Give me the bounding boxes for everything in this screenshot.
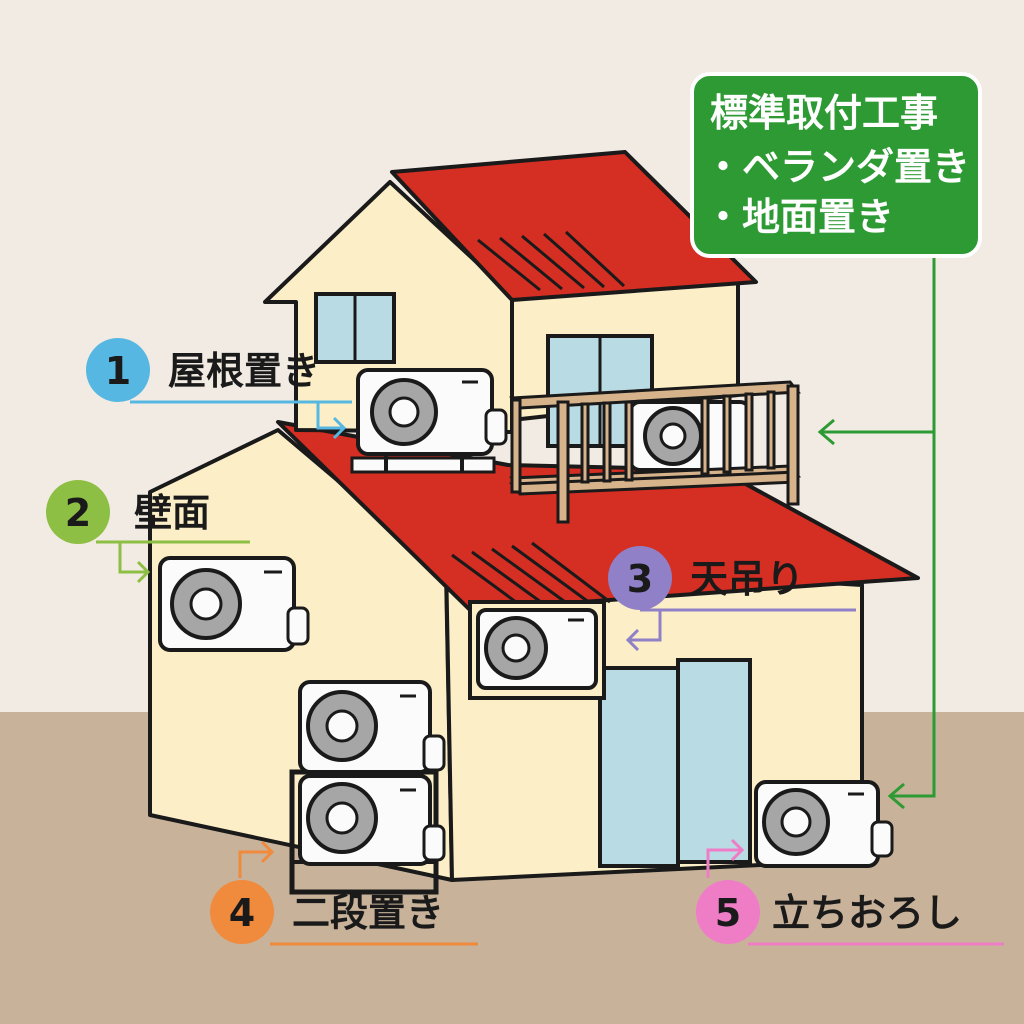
label-5: 5 立ちおろし (696, 838, 1004, 946)
upper-roof (390, 150, 758, 302)
standard-install-title: 標準取付工事 (710, 91, 938, 135)
label-3: 3 天吊り (608, 546, 856, 652)
ac-unit-veranda (628, 400, 752, 472)
badge-number: 2 (65, 491, 91, 535)
standard-install-item: ・ベランダ置き (704, 145, 970, 189)
standard-install-leader (817, 250, 936, 810)
ac-unit-wall (158, 556, 310, 652)
badge-3 (608, 546, 672, 610)
label-text: 立ちおろし (772, 891, 962, 935)
label-text: 天吊り (690, 557, 804, 601)
ac-unit-two-tier (289, 680, 446, 895)
badge-4 (210, 880, 274, 944)
standard-install-item: ・地面置き (704, 195, 894, 239)
label-2: 2 壁面 (46, 480, 250, 584)
ac-unit-ceiling (468, 600, 606, 700)
lower-roof-ridges (451, 541, 611, 607)
badge-number: 4 (229, 891, 255, 935)
badge-number: 3 (627, 557, 653, 601)
label-4: 4 二段置き (210, 840, 478, 946)
badge-5 (696, 880, 760, 944)
label-text: 屋根置き (168, 349, 320, 393)
garage-door-left (598, 666, 680, 868)
ac-unit-roof (350, 368, 508, 474)
balcony-railing (508, 380, 802, 524)
label-text: 二段置き (292, 891, 444, 935)
ac-unit-ground (754, 780, 894, 868)
badge-number: 5 (715, 891, 741, 935)
label-1: 1 屋根置き (86, 338, 352, 440)
standard-install-box (690, 72, 982, 258)
badge-2 (46, 480, 110, 544)
badge-1 (86, 338, 150, 402)
label-text: 壁面 (134, 491, 210, 535)
upper-roof-ridges (477, 230, 626, 292)
garage-door-right (676, 658, 752, 864)
badge-number: 1 (105, 349, 131, 393)
